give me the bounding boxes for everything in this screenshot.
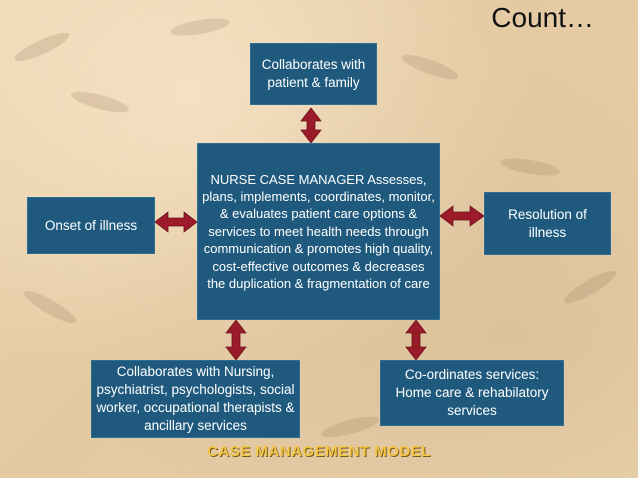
box-collaborates-nursing: Collaborates with Nursing, psychiatrist,… bbox=[91, 360, 300, 438]
double-arrow-left bbox=[154, 211, 198, 233]
double-arrow-bottom-right bbox=[405, 319, 427, 361]
double-arrow-bottom-left bbox=[225, 319, 247, 361]
box-nurse-case-manager: NURSE CASE MANAGER Assesses, plans, impl… bbox=[197, 143, 440, 320]
slide-title: Count… bbox=[491, 2, 594, 33]
box-collaborates-family: Collaborates with patient & family bbox=[250, 43, 377, 105]
box-onset-of-illness: Onset of illness bbox=[27, 197, 155, 254]
box-resolution-of-illness: Resolution of illness bbox=[484, 192, 611, 255]
diagram-caption: CASE MANAGEMENT MODEL bbox=[207, 443, 431, 460]
double-arrow-right bbox=[439, 205, 485, 227]
box-coordinates-services: Co-ordinates services: Home care & rehab… bbox=[380, 360, 564, 426]
double-arrow-top bbox=[300, 107, 322, 144]
